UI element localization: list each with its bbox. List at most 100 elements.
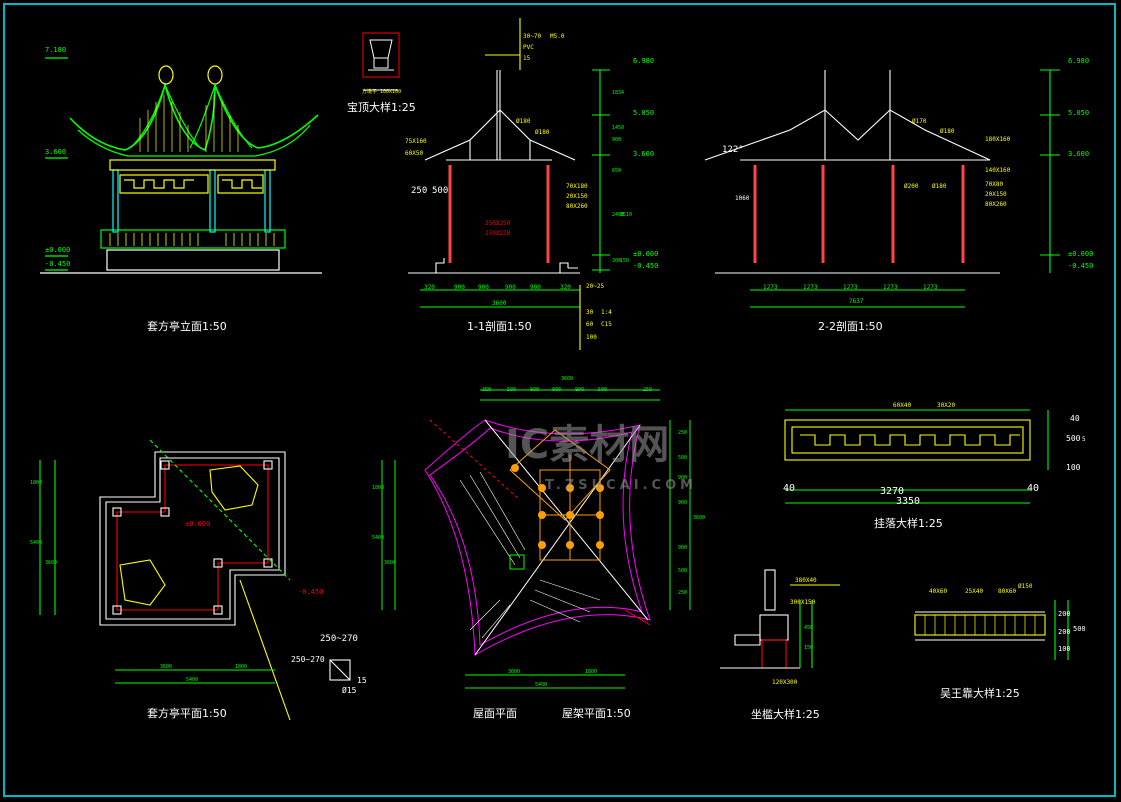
- caption-section-2-2: 2-2剖面1:50: [818, 320, 883, 333]
- roof-plan: [381, 389, 691, 689]
- finial-detail: [362, 32, 400, 91]
- dim-s1-bottom-0: 320: [424, 284, 435, 291]
- watermark-url: T.ZSUCAI.COM: [545, 478, 698, 493]
- dim-plan-bottom-2: 5400: [186, 677, 199, 683]
- dim-roof-top-total: 3600: [561, 376, 574, 382]
- dim-roof-right-1: 500: [678, 455, 688, 461]
- dim-s1-vert-7: 150: [620, 258, 630, 264]
- level-sec2-ground: ±0.000: [1068, 250, 1094, 258]
- dim-plan-col3: 15: [357, 676, 367, 685]
- caption-hanging-detail: 挂落大样1:25: [874, 517, 943, 530]
- dim-plan-bottom-0: 3600: [160, 664, 173, 670]
- section-1-1: [408, 18, 610, 350]
- dim-hang-right-0: 40: [1070, 414, 1080, 423]
- wuwangkao-detail: [914, 600, 1069, 660]
- dim-plan-left-0: 1800: [30, 480, 43, 486]
- dim-s2-label-2: 180X160: [985, 136, 1011, 143]
- dim-s1-note-0: 30~70: [523, 33, 542, 40]
- dim-s1-layer-5: 100: [586, 334, 597, 341]
- caption-finial-detail: 宝顶大样1:25: [347, 101, 416, 114]
- dim-s1-vert-5: 3510: [620, 212, 633, 218]
- dim-roof-right-5: 500: [678, 568, 688, 574]
- dim-s1-bottom-4: 900: [530, 284, 541, 291]
- dim-s1-label-3: Ø180: [535, 129, 550, 136]
- dim-s1-label-0: 75X160: [405, 138, 427, 145]
- dim-roof-top-3: 900: [552, 387, 562, 393]
- dim-hang-top-0: 60X40: [893, 402, 912, 409]
- dim-s2-bottom-3: 1273: [883, 284, 898, 291]
- dim-hang-right-1: 500: [1066, 434, 1081, 443]
- dim-roof-left-2: 5400: [372, 535, 385, 541]
- dim-roof-top-6: 250: [643, 387, 653, 393]
- level-plan-floor: ±0.000: [185, 520, 211, 528]
- dim-s1-vert-6: 300: [612, 258, 622, 264]
- dim-s1-note-1: M5.0: [550, 33, 565, 40]
- dim-s2-label-6: 70X80: [985, 181, 1004, 188]
- dim-s2-bottom-0: 1273: [763, 284, 778, 291]
- dim-s1-label-6: 80X260: [566, 203, 588, 210]
- dim-s1-bottom-2: 900: [478, 284, 489, 291]
- dim-s1-bottom-5: 320: [560, 284, 571, 291]
- dim-wwk-right-2: 200: [1058, 610, 1071, 618]
- level-elev-eave: 3.600: [45, 148, 67, 156]
- level-elev-ground: ±0.000: [45, 246, 71, 254]
- dim-wwk-label-2: 80X60: [998, 588, 1017, 595]
- dim-seat-label-0: 380X40: [795, 577, 817, 584]
- dim-s2-label-5: Ø180: [932, 183, 947, 190]
- watermark-brand: IC素材网: [505, 422, 670, 468]
- dim-roof-bottom-0: 3600: [508, 669, 521, 675]
- dim-s1-vert-1: 1450: [612, 125, 625, 131]
- caption-section-1-1: 1-1剖面1:50: [467, 320, 532, 333]
- dim-s1-vert-2: 900: [612, 137, 622, 143]
- finial-label: 方墩子 100X100: [362, 89, 402, 95]
- dim-roof-top-5: 500: [598, 387, 608, 393]
- dim-s1-beam2: 270X270: [485, 230, 511, 237]
- dim-s2-label-1: Ø180: [940, 128, 955, 135]
- dim-roof-left-1: 3600: [384, 560, 397, 566]
- dim-s2-label-7: 20X150: [985, 191, 1007, 198]
- dim-s1-beam: 250X250: [485, 220, 511, 227]
- level-sec2-eave: 3.600: [1068, 150, 1090, 158]
- section-2-2: [704, 69, 1060, 308]
- dim-hang-bottom-0: 40: [783, 483, 796, 494]
- dim-s1-label-1: 60X50: [405, 150, 424, 157]
- dim-roof-bottom-1: 1800: [585, 669, 598, 675]
- dim-s1-label-5: 20X150: [566, 193, 588, 200]
- dim-s1-vert-0: 1834: [612, 90, 625, 96]
- dim-roof-right-3: 900: [678, 500, 688, 506]
- dim-s1-vert-3: 650: [612, 168, 622, 174]
- level-sec1-top: 6.980: [633, 57, 655, 65]
- dim-s1-note-3: 15: [523, 55, 531, 62]
- dim-s1-label-4: 70X180: [566, 183, 588, 190]
- dim-plan-col4: Ø15: [342, 686, 357, 695]
- dim-hang-bottom-3: 3350: [896, 496, 921, 507]
- dim-plan-col2: 250~270: [291, 655, 325, 664]
- dim-s1-label-2: Ø180: [516, 118, 531, 125]
- dim-wwk-right-1: 200: [1058, 628, 1071, 636]
- dim-wwk-right-0: 100: [1058, 645, 1071, 653]
- dim-s1-layer-4: C15: [601, 321, 612, 328]
- level-sec2-mid: 5.050: [1068, 109, 1090, 117]
- dim-s2-label-3: 140X160: [985, 167, 1011, 174]
- dim-s1-layer-1: 30: [586, 309, 594, 316]
- dim-s1-bottom-3: 900: [505, 284, 516, 291]
- seat-rail-detail: [720, 569, 840, 669]
- level-sec2-top: 6.980: [1068, 57, 1090, 65]
- dim-seat-label-3: 450: [804, 625, 814, 631]
- dim-s2-angle: 122°: [722, 145, 744, 155]
- dim-roof-left-0: 1800: [372, 485, 385, 491]
- pavilion-plan: [39, 439, 351, 721]
- drawing-frame: [3, 3, 1116, 797]
- level-plan-outer: -0.450: [298, 588, 324, 596]
- dim-s2-label-8: 80X260: [985, 201, 1007, 208]
- hanging-detail: [784, 409, 1049, 504]
- dim-roof-right-6: 250: [678, 590, 688, 596]
- dim-roof-bottom-2: 5400: [535, 682, 548, 688]
- caption-wuwangkao-detail: 吴王靠大样1:25: [940, 687, 1020, 700]
- dim-hang-bottom-1: 3270: [880, 486, 905, 497]
- dim-s2-label-4: Ø200: [904, 183, 919, 190]
- dim-plan-left-2: 5400: [30, 540, 43, 546]
- level-sec1-ground: ±0.000: [633, 250, 659, 258]
- dim-s1-total: 3600: [492, 300, 507, 307]
